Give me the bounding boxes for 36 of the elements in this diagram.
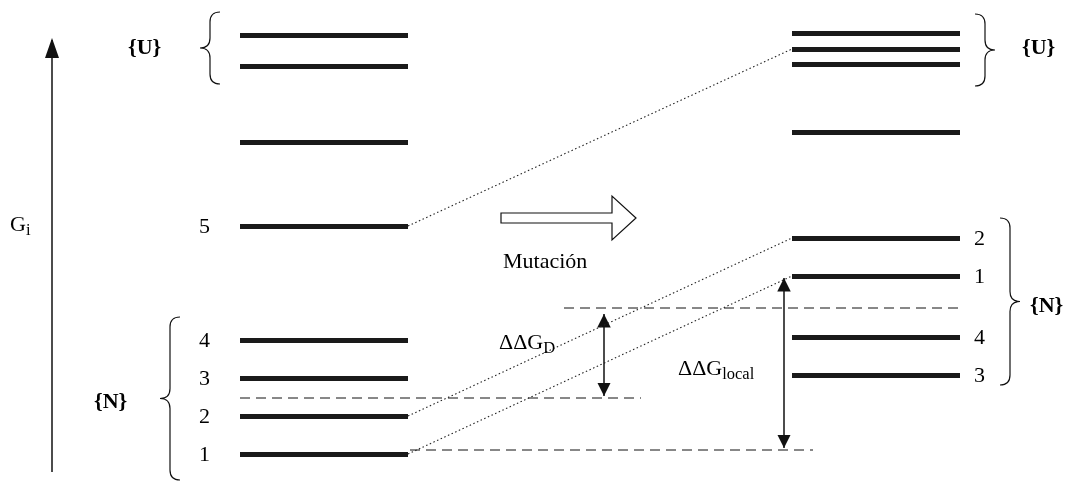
level-number: 5 <box>199 215 210 237</box>
energy-level-bar <box>240 223 408 229</box>
energy-level-bar <box>792 30 960 36</box>
energy-level-bar <box>792 61 960 67</box>
text-label: Mutación <box>503 250 588 272</box>
level-number: 3 <box>199 367 210 389</box>
energy-level-bar <box>240 337 408 343</box>
group-label: {U} <box>128 36 162 58</box>
energy-level-bar <box>240 139 408 145</box>
energy-level-bar <box>240 63 408 69</box>
group-label: {N} <box>1030 294 1064 316</box>
energy-level-bar <box>792 129 960 135</box>
level-number: 1 <box>974 265 985 287</box>
text-label: ΔΔG$_{local}$ <box>678 357 755 379</box>
group-label: {U} <box>1022 36 1056 58</box>
energy-level-bar <box>792 372 960 378</box>
level-number: 3 <box>974 364 985 386</box>
energy-level-bar <box>792 273 960 279</box>
dotted-connector <box>407 275 793 455</box>
energy-level-bar <box>792 235 960 241</box>
energy-level-bar <box>240 32 408 38</box>
dotted-connector <box>407 48 793 227</box>
energy-level-bar <box>240 413 408 419</box>
text-label: G$_{i}$ <box>10 213 31 235</box>
group-label: {N} <box>94 390 128 412</box>
level-number: 2 <box>974 227 985 249</box>
energy-level-bar <box>240 451 408 457</box>
dotted-connector <box>407 237 793 417</box>
energy-level-bar <box>792 334 960 340</box>
level-number: 4 <box>199 329 210 351</box>
level-number: 1 <box>199 443 210 465</box>
text-label: ΔΔG$_{D}$ <box>499 331 556 353</box>
energy-level-bar <box>240 375 408 381</box>
energy-level-bar <box>792 46 960 52</box>
level-number: 2 <box>199 405 210 427</box>
level-number: 4 <box>974 326 985 348</box>
